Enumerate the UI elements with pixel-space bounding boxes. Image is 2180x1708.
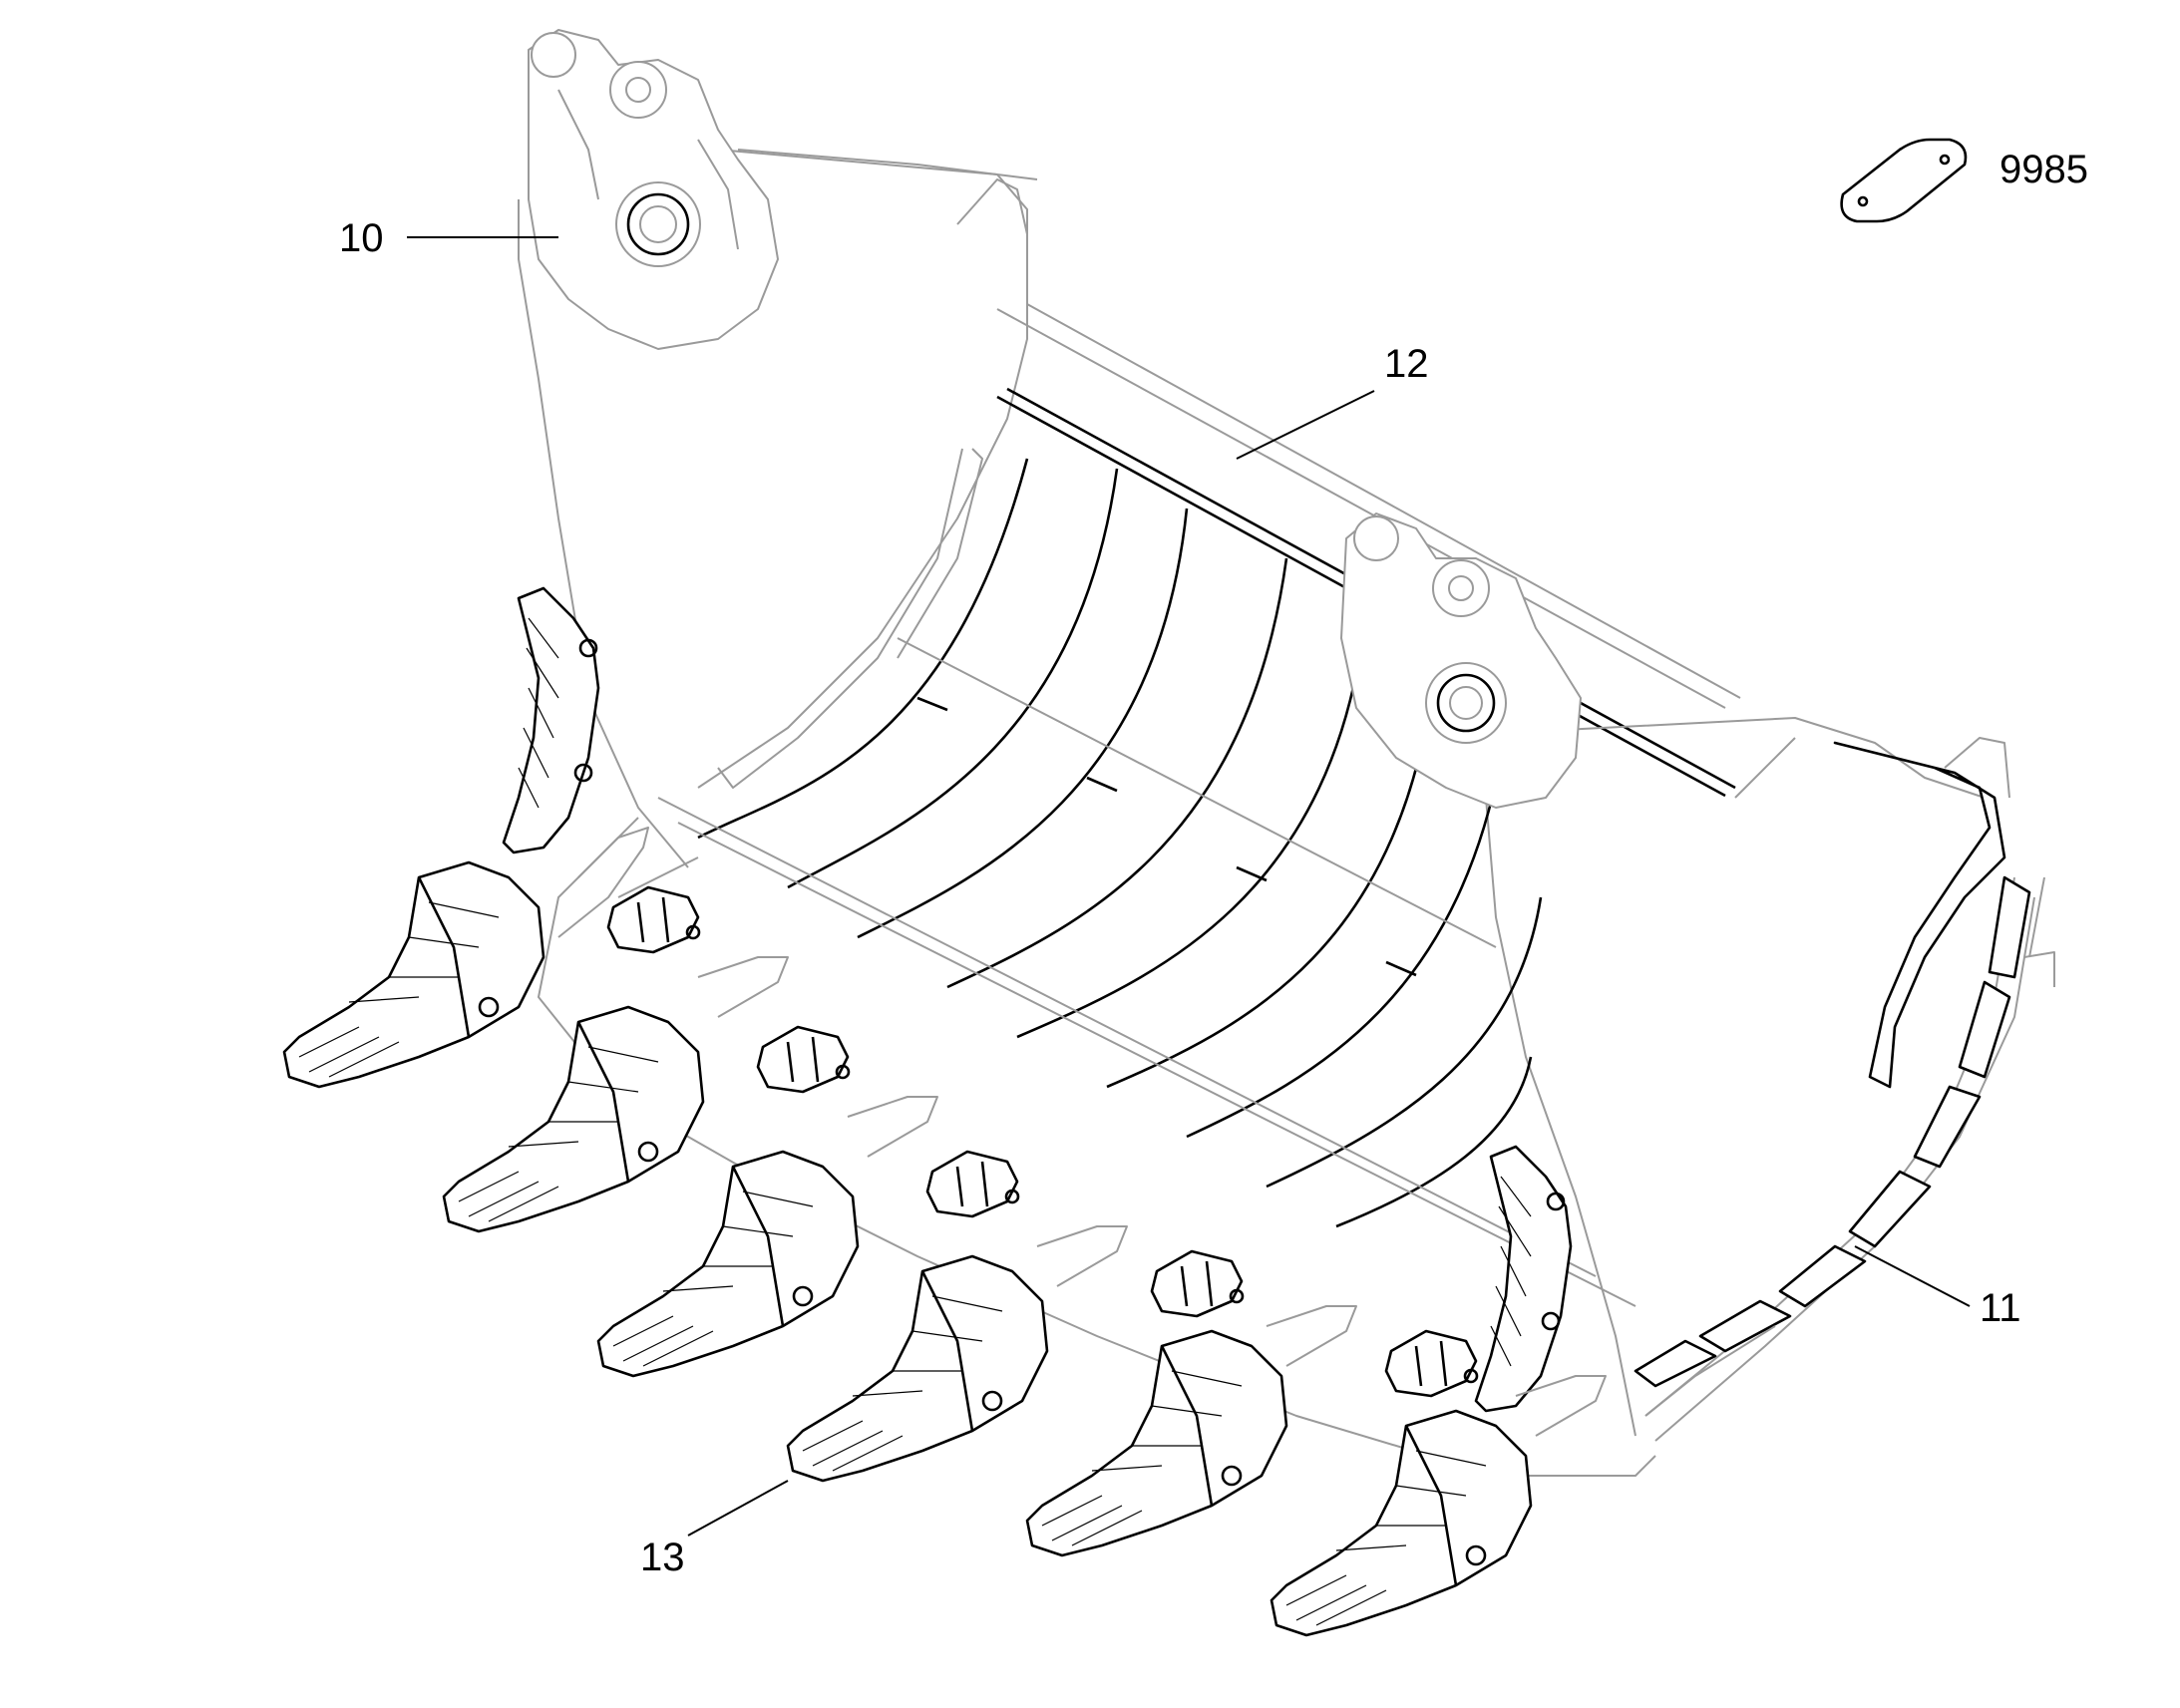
- right-hinge-boss: [1340, 512, 1582, 809]
- leader-line-12: [1236, 390, 1375, 460]
- tooth-row: [282, 860, 1533, 1637]
- left-side-shroud: [502, 586, 600, 854]
- callout-9985: 9985: [1999, 148, 2088, 191]
- right-side-plate: [1833, 741, 2006, 1089]
- callout-label-13: 13: [640, 1536, 685, 1579]
- callout-label-12: 12: [1384, 342, 1429, 386]
- retainer-2: [756, 1025, 851, 1094]
- tooth-6: [1270, 1409, 1533, 1637]
- callout-label-9985: 9985: [1999, 148, 2088, 191]
- tooth-4: [786, 1254, 1049, 1483]
- leader-line-13: [687, 1480, 789, 1537]
- retainer-3: [925, 1150, 1020, 1218]
- callout-12: 12: [1236, 342, 1429, 460]
- retainers: [606, 885, 1479, 1398]
- callout-label-11: 11: [1980, 1286, 2021, 1330]
- nameplate-icon: [1840, 138, 1968, 223]
- right-side-shroud: [1474, 1145, 1573, 1413]
- retainer-1: [606, 885, 701, 954]
- left-hinge-boss: [528, 29, 779, 350]
- adapters: [557, 827, 1607, 1437]
- leader-line-11: [1854, 1245, 1971, 1307]
- retainer-5: [1384, 1329, 1479, 1398]
- segment-wear-strip: [1634, 875, 2055, 1417]
- callout-13: 13: [640, 1480, 789, 1579]
- tooth-1: [282, 860, 545, 1089]
- tooth-2: [442, 1005, 705, 1233]
- tooth-3: [596, 1150, 860, 1378]
- tooth-5: [1025, 1329, 1288, 1557]
- retainer-4: [1150, 1249, 1245, 1318]
- callout-11: 11: [1854, 1245, 2021, 1330]
- callout-10: 10: [339, 216, 558, 260]
- callout-label-10: 10: [339, 216, 384, 260]
